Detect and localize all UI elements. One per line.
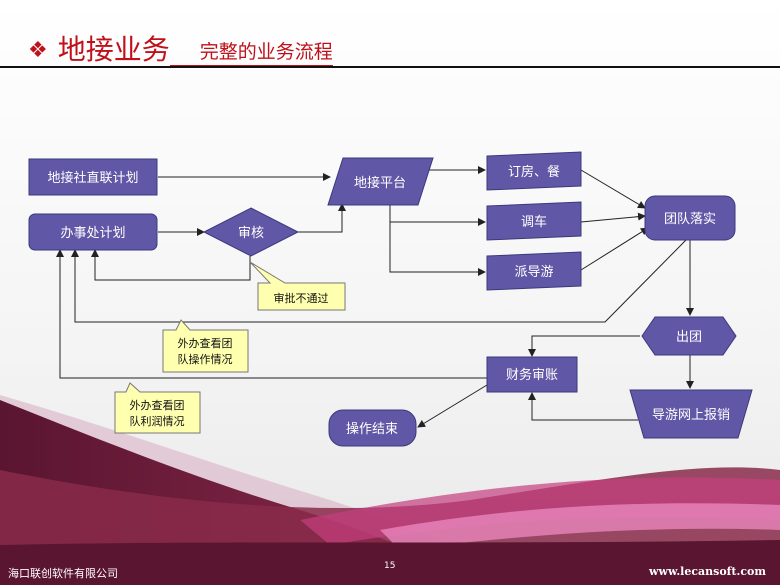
node-team-ready-label: 团队落实 (664, 212, 716, 227)
title-main: 地接业务 (57, 33, 170, 66)
callout-ops-view-line2: 队操作情况 (178, 352, 233, 366)
node-office-plan-label: 办事处计划 (60, 226, 125, 241)
node-finance-label: 财务审账 (506, 367, 558, 383)
node-local-plan: 地接社直联计划 (28, 158, 158, 196)
node-guide-report-label: 导游网上报销 (652, 408, 730, 423)
node-vehicle-label: 调车 (521, 214, 547, 230)
title-underline (0, 66, 780, 68)
footer-company: 海口联创软件有限公司 (8, 567, 118, 580)
title-sub: 完整的业务流程 (169, 39, 333, 66)
arrow-depart-to-finance (528, 335, 640, 357)
node-guide-report: 导游网上报销 (629, 389, 753, 439)
callout-rejected: 审批不通过 (249, 261, 346, 311)
callout-profit-view-line1: 外办查看团 (130, 398, 185, 412)
callout-profit-view: 外办查看团 队利润情况 (114, 382, 201, 434)
node-end-label: 操作结束 (346, 421, 398, 437)
node-end: 操作结束 (328, 409, 417, 447)
node-platform-label: 地接平台 (354, 175, 406, 191)
arrow-booking-to-team (580, 169, 646, 209)
node-finance: 财务审账 (486, 356, 578, 393)
arrow-finance-to-office (56, 249, 487, 379)
arrow-finance-to-end (417, 384, 488, 428)
node-platform: 地接平台 (327, 157, 434, 206)
slide-title: ❖ 地接业务 完整的业务流程 (28, 30, 333, 66)
arrow-report-to-finance (528, 392, 638, 421)
arrow-platform-to-guide (389, 222, 486, 276)
node-review: 审核 (202, 207, 300, 257)
callout-profit-view-line2: 队利润情况 (130, 414, 185, 428)
connectors (56, 166, 694, 428)
arrow-review-to-platform (298, 203, 346, 233)
background-waves (0, 395, 780, 585)
node-team-ready: 团队落实 (644, 195, 736, 241)
diamond-bullet-icon: ❖ (28, 38, 48, 63)
footer-website[interactable]: www.lecansoft.com (649, 565, 766, 578)
node-guide-label: 派导游 (514, 265, 553, 280)
node-vehicle: 调车 (486, 201, 582, 241)
callout-ops-view: 外办查看团 队操作情况 (162, 319, 249, 373)
arrow-guide-to-team (580, 227, 649, 271)
page-number: 15 (384, 561, 396, 571)
node-booking-label: 订房、餐 (508, 164, 560, 180)
arrow-review-reject (91, 249, 251, 281)
arrow-vehicle-to-team (580, 212, 646, 223)
callout-rejected-text: 审批不通过 (274, 291, 329, 305)
node-office-plan: 办事处计划 (28, 213, 158, 251)
node-guide: 派导游 (486, 251, 582, 291)
node-booking: 订房、餐 (486, 151, 582, 191)
callout-ops-view-line1: 外办查看团 (178, 336, 233, 350)
node-depart-label: 出团 (676, 330, 702, 345)
node-local-plan-label: 地接社直联计划 (47, 170, 138, 186)
arrow-team-to-office (71, 239, 687, 323)
node-review-label: 审核 (238, 226, 264, 241)
node-depart: 出团 (641, 316, 737, 356)
